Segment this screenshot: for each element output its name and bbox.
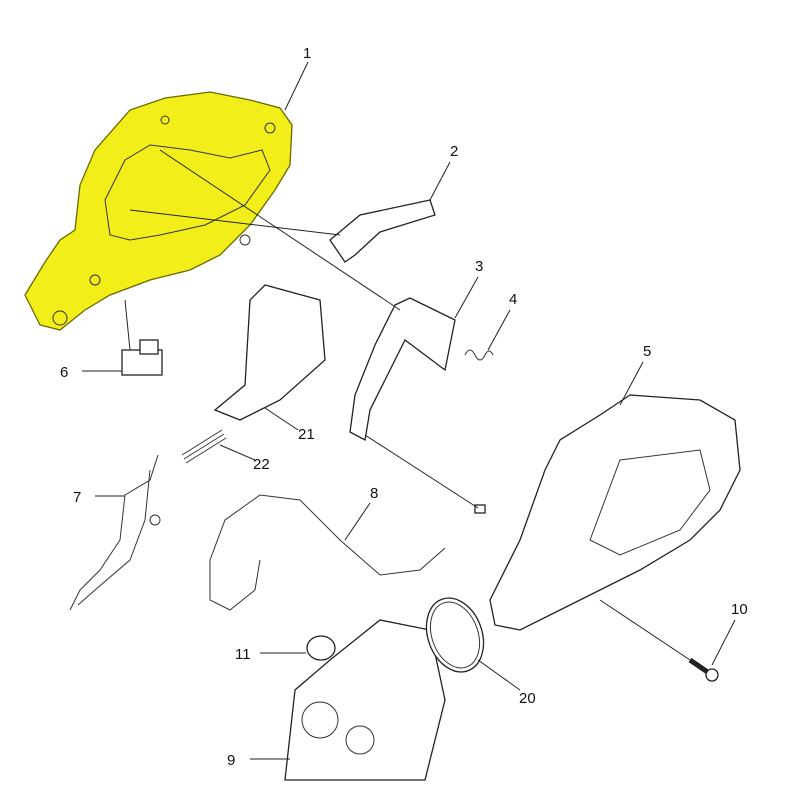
label-part-11: 11 [235, 646, 251, 663]
part-11-grommet[interactable] [306, 635, 336, 661]
part-10-screw[interactable] [688, 657, 719, 682]
label-part-8: 8 [370, 485, 378, 502]
label-part-20: 20 [519, 690, 536, 707]
label-part-2: 2 [450, 143, 458, 160]
part-6-switch[interactable] [121, 339, 163, 376]
part-1-handle-housing[interactable] [24, 91, 293, 331]
label-part-22: 22 [253, 456, 270, 473]
label-part-1: 1 [303, 45, 311, 62]
label-part-10: 10 [731, 601, 748, 618]
part-22-spring[interactable] [181, 429, 227, 464]
part-9-motor-housing[interactable] [284, 619, 446, 781]
part-2-lock-lever[interactable] [329, 199, 436, 263]
part-8-cable[interactable] [209, 494, 446, 611]
label-part-6: 6 [60, 364, 68, 381]
label-part-5: 5 [643, 343, 651, 360]
part-5-grip-opening [589, 449, 711, 556]
part-21-switch-carrier[interactable] [213, 284, 326, 421]
part-3-trigger[interactable] [349, 297, 456, 441]
label-part-21: 21 [298, 426, 315, 443]
label-part-9: 9 [227, 752, 235, 769]
label-part-7: 7 [73, 489, 81, 506]
part-8-cable-end [474, 504, 486, 514]
label-part-4: 4 [509, 291, 517, 308]
leader-lines [82, 61, 736, 760]
part-20-o-ring[interactable] [417, 590, 494, 680]
part-5-handle-housing[interactable] [489, 394, 741, 631]
part-4-spring[interactable] [464, 349, 494, 361]
part-7-wiring[interactable] [69, 454, 159, 611]
label-part-3: 3 [475, 258, 483, 275]
